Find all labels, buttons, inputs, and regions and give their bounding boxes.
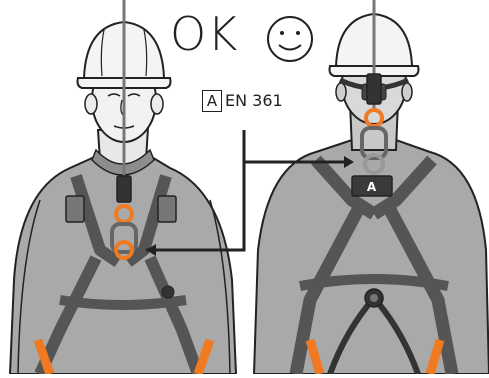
status-ok-text: OK — [170, 8, 238, 60]
dorsal-tag-label: A — [352, 178, 392, 196]
class-letter-badge: A — [202, 90, 222, 112]
standard-label: EN 361 — [225, 91, 283, 111]
smiley-face-icon — [268, 17, 312, 61]
